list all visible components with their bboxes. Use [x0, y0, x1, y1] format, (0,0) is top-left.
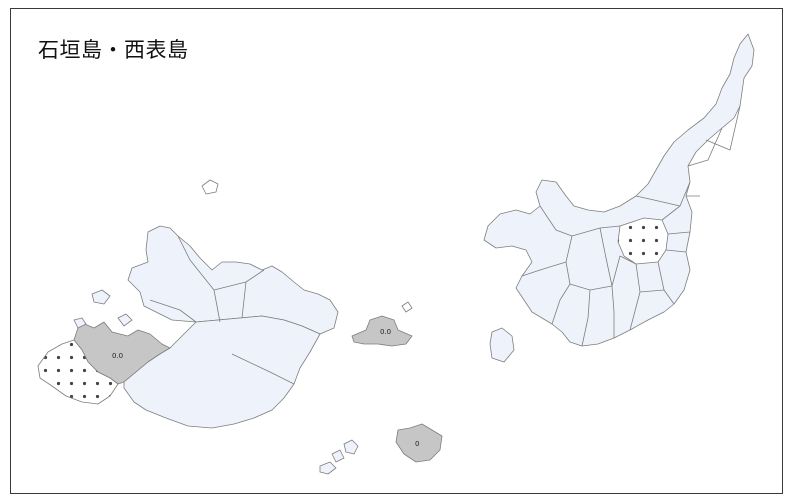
hatoma-island — [201, 179, 219, 195]
kohama-region[interactable] — [351, 315, 413, 347]
iriomote-southwest-region[interactable] — [37, 339, 119, 405]
islet-c — [319, 461, 337, 475]
map-title: 石垣島・西表島 — [38, 38, 189, 62]
kohama-islet — [401, 301, 413, 313]
ishigaki-dotted-region[interactable] — [617, 217, 669, 265]
islet-west-a — [91, 289, 111, 305]
label-kohama: 0.0 — [380, 328, 391, 336]
islet-west-b — [73, 317, 87, 329]
taketomi-islet — [489, 327, 515, 363]
iriomote-inner-boundaries — [149, 235, 295, 385]
ishigaki-inner-boundaries — [521, 105, 741, 347]
label-iriomote-west: 0.0 — [112, 352, 123, 360]
islet-b — [331, 449, 345, 463]
islet-a — [343, 439, 359, 455]
hateruma-region[interactable] — [395, 423, 443, 463]
ishigaki-island[interactable] — [483, 33, 755, 347]
label-hateruma: 0 — [415, 440, 419, 448]
iriomote-north-region[interactable] — [127, 225, 339, 335]
iriomote-south-region[interactable] — [123, 315, 321, 429]
islet-west-c — [117, 313, 133, 327]
